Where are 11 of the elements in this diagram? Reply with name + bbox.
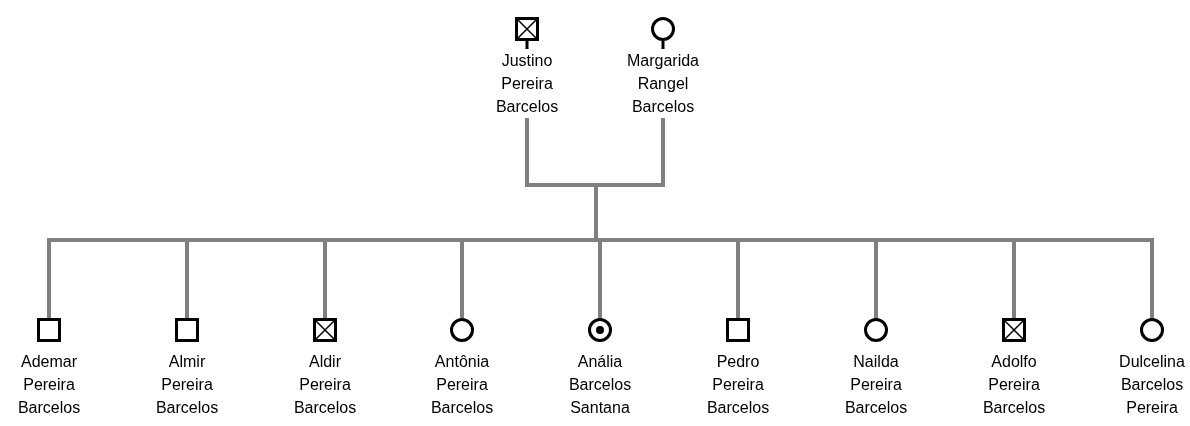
person-name: Aldir Pereira Barcelos (292, 352, 358, 418)
person-name: Adolfo Pereira Barcelos (981, 352, 1047, 418)
person-name: Anália Barcelos Santana (567, 352, 633, 418)
person-name: Nailda Pereira Barcelos (843, 352, 909, 418)
person-name: Margarida Rangel Barcelos (626, 51, 700, 117)
person-name: Justino Pereira Barcelos (494, 51, 560, 117)
person-name: Ademar Pereira Barcelos (16, 352, 82, 418)
person-name: Almir Pereira Barcelos (154, 352, 220, 418)
person-name: Antônia Pereira Barcelos (429, 352, 495, 418)
person-name: Pedro Pereira Barcelos (705, 352, 771, 418)
person-name: Dulcelina Barcelos Pereira (1118, 352, 1186, 418)
